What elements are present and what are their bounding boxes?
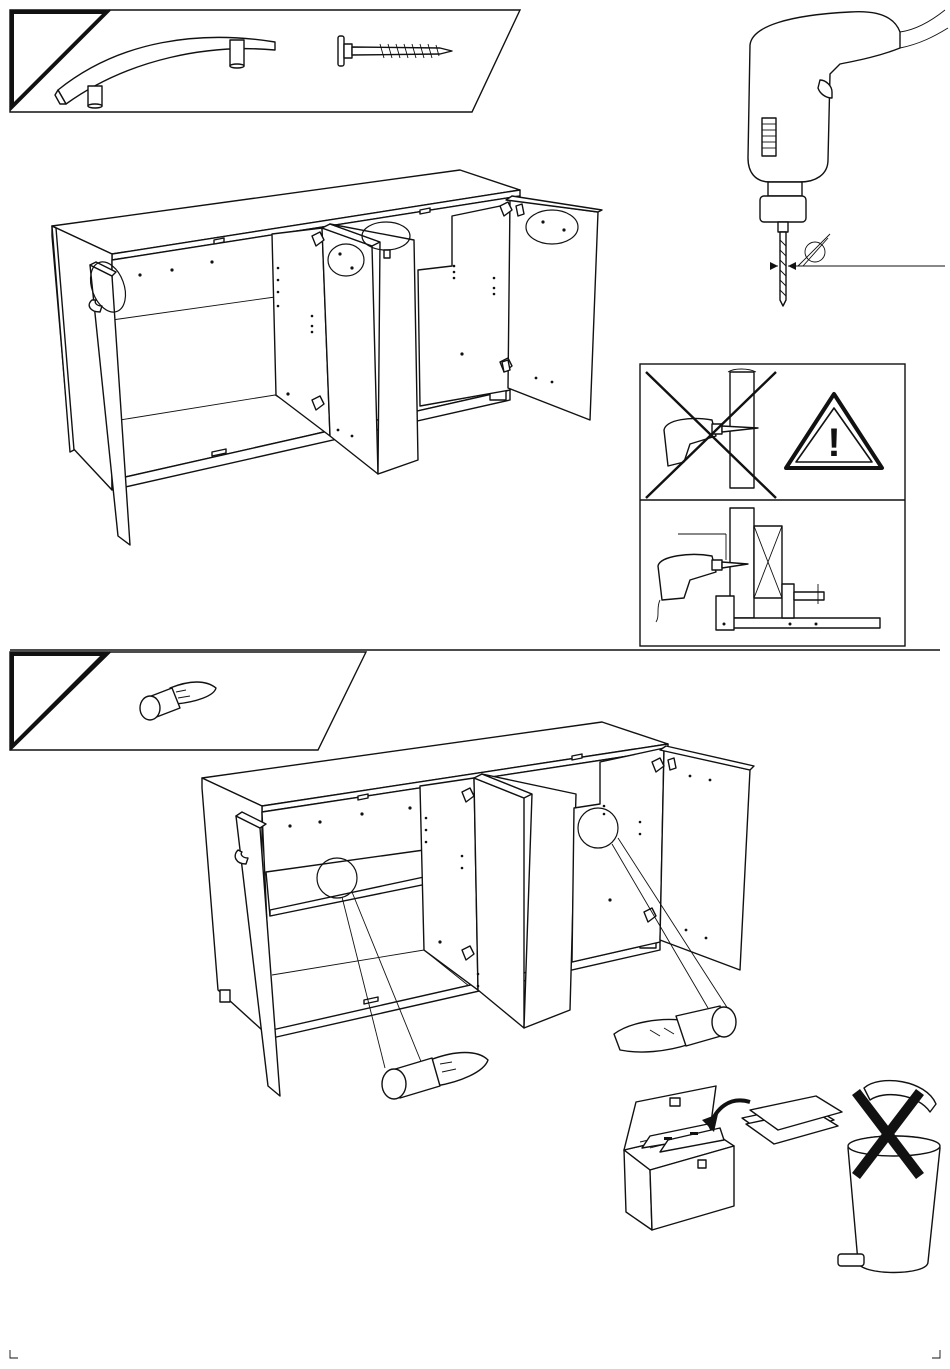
sideboard-with-shelves-step-two bbox=[202, 722, 754, 1099]
shelf-pin-detail-left bbox=[382, 1053, 488, 1100]
recycle-packaging-hint bbox=[624, 1081, 940, 1273]
screw-icon bbox=[338, 36, 452, 66]
paper-sheets-icon bbox=[742, 1096, 842, 1144]
warning-exclamation: ! bbox=[827, 421, 840, 465]
sideboard-doors-open-step-one bbox=[52, 170, 602, 545]
crossed-out-bin-icon bbox=[838, 1081, 940, 1273]
drilling-warning-box: ! bbox=[640, 364, 905, 646]
shelf-pin-detail-right bbox=[614, 1006, 736, 1052]
shelf-support-pin-icon bbox=[140, 682, 216, 720]
step-two-parts-header bbox=[10, 652, 366, 750]
step-one-parts-header bbox=[10, 10, 520, 112]
drill-bit-diameter-symbol bbox=[803, 238, 828, 266]
print-crop-marks bbox=[10, 1350, 940, 1358]
handle-icon bbox=[55, 37, 275, 108]
recycling-box-icon bbox=[624, 1086, 734, 1230]
drill-vent-slots bbox=[762, 118, 776, 156]
power-drill-icon bbox=[748, 10, 948, 306]
